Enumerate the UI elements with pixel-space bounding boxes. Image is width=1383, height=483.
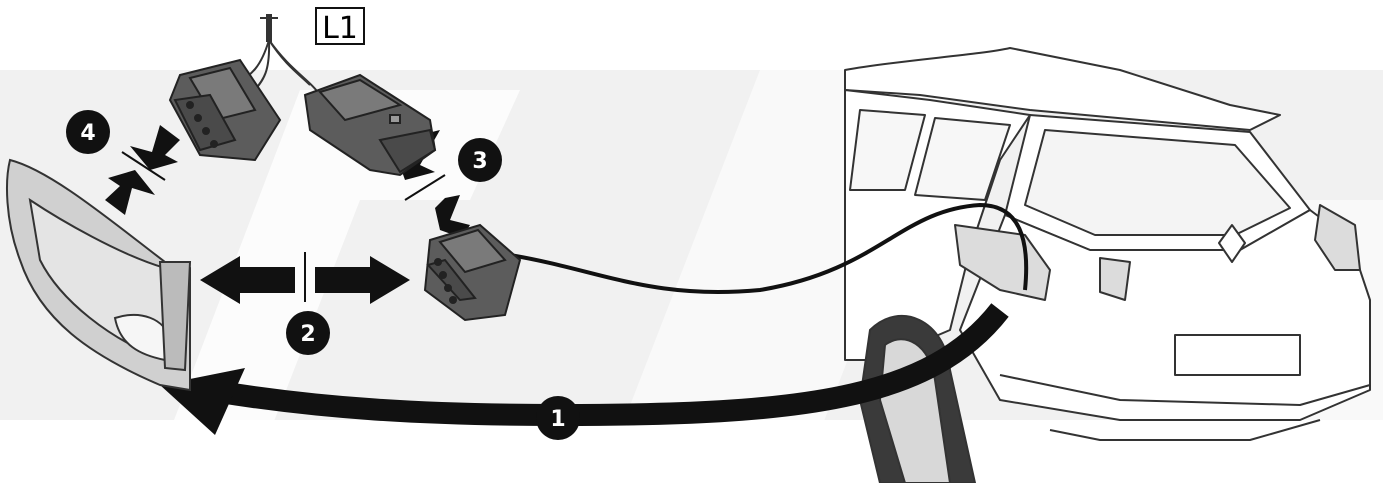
step4-badge: 4	[66, 110, 110, 154]
connector-top-right	[303, 73, 437, 177]
connector-detached	[423, 223, 522, 322]
l1-label-box	[315, 7, 365, 45]
l1-label: L1	[322, 11, 358, 46]
svg-text:2: 2	[300, 322, 315, 347]
harness-top: L1	[234, 7, 365, 96]
svg-text:3: 3	[472, 149, 487, 174]
step2-arrows	[200, 252, 410, 304]
step4-arrows	[105, 125, 180, 215]
car-harness-cable	[509, 202, 1029, 294]
connector-top-left	[168, 58, 282, 162]
step2-badge: 2	[286, 311, 330, 355]
svg-text:4: 4	[80, 121, 95, 146]
tail-lamp-unit	[6, 158, 192, 392]
step3-badge: 3	[458, 138, 502, 182]
svg-text:1: 1	[550, 407, 565, 432]
step1-badge: 1	[536, 396, 580, 440]
